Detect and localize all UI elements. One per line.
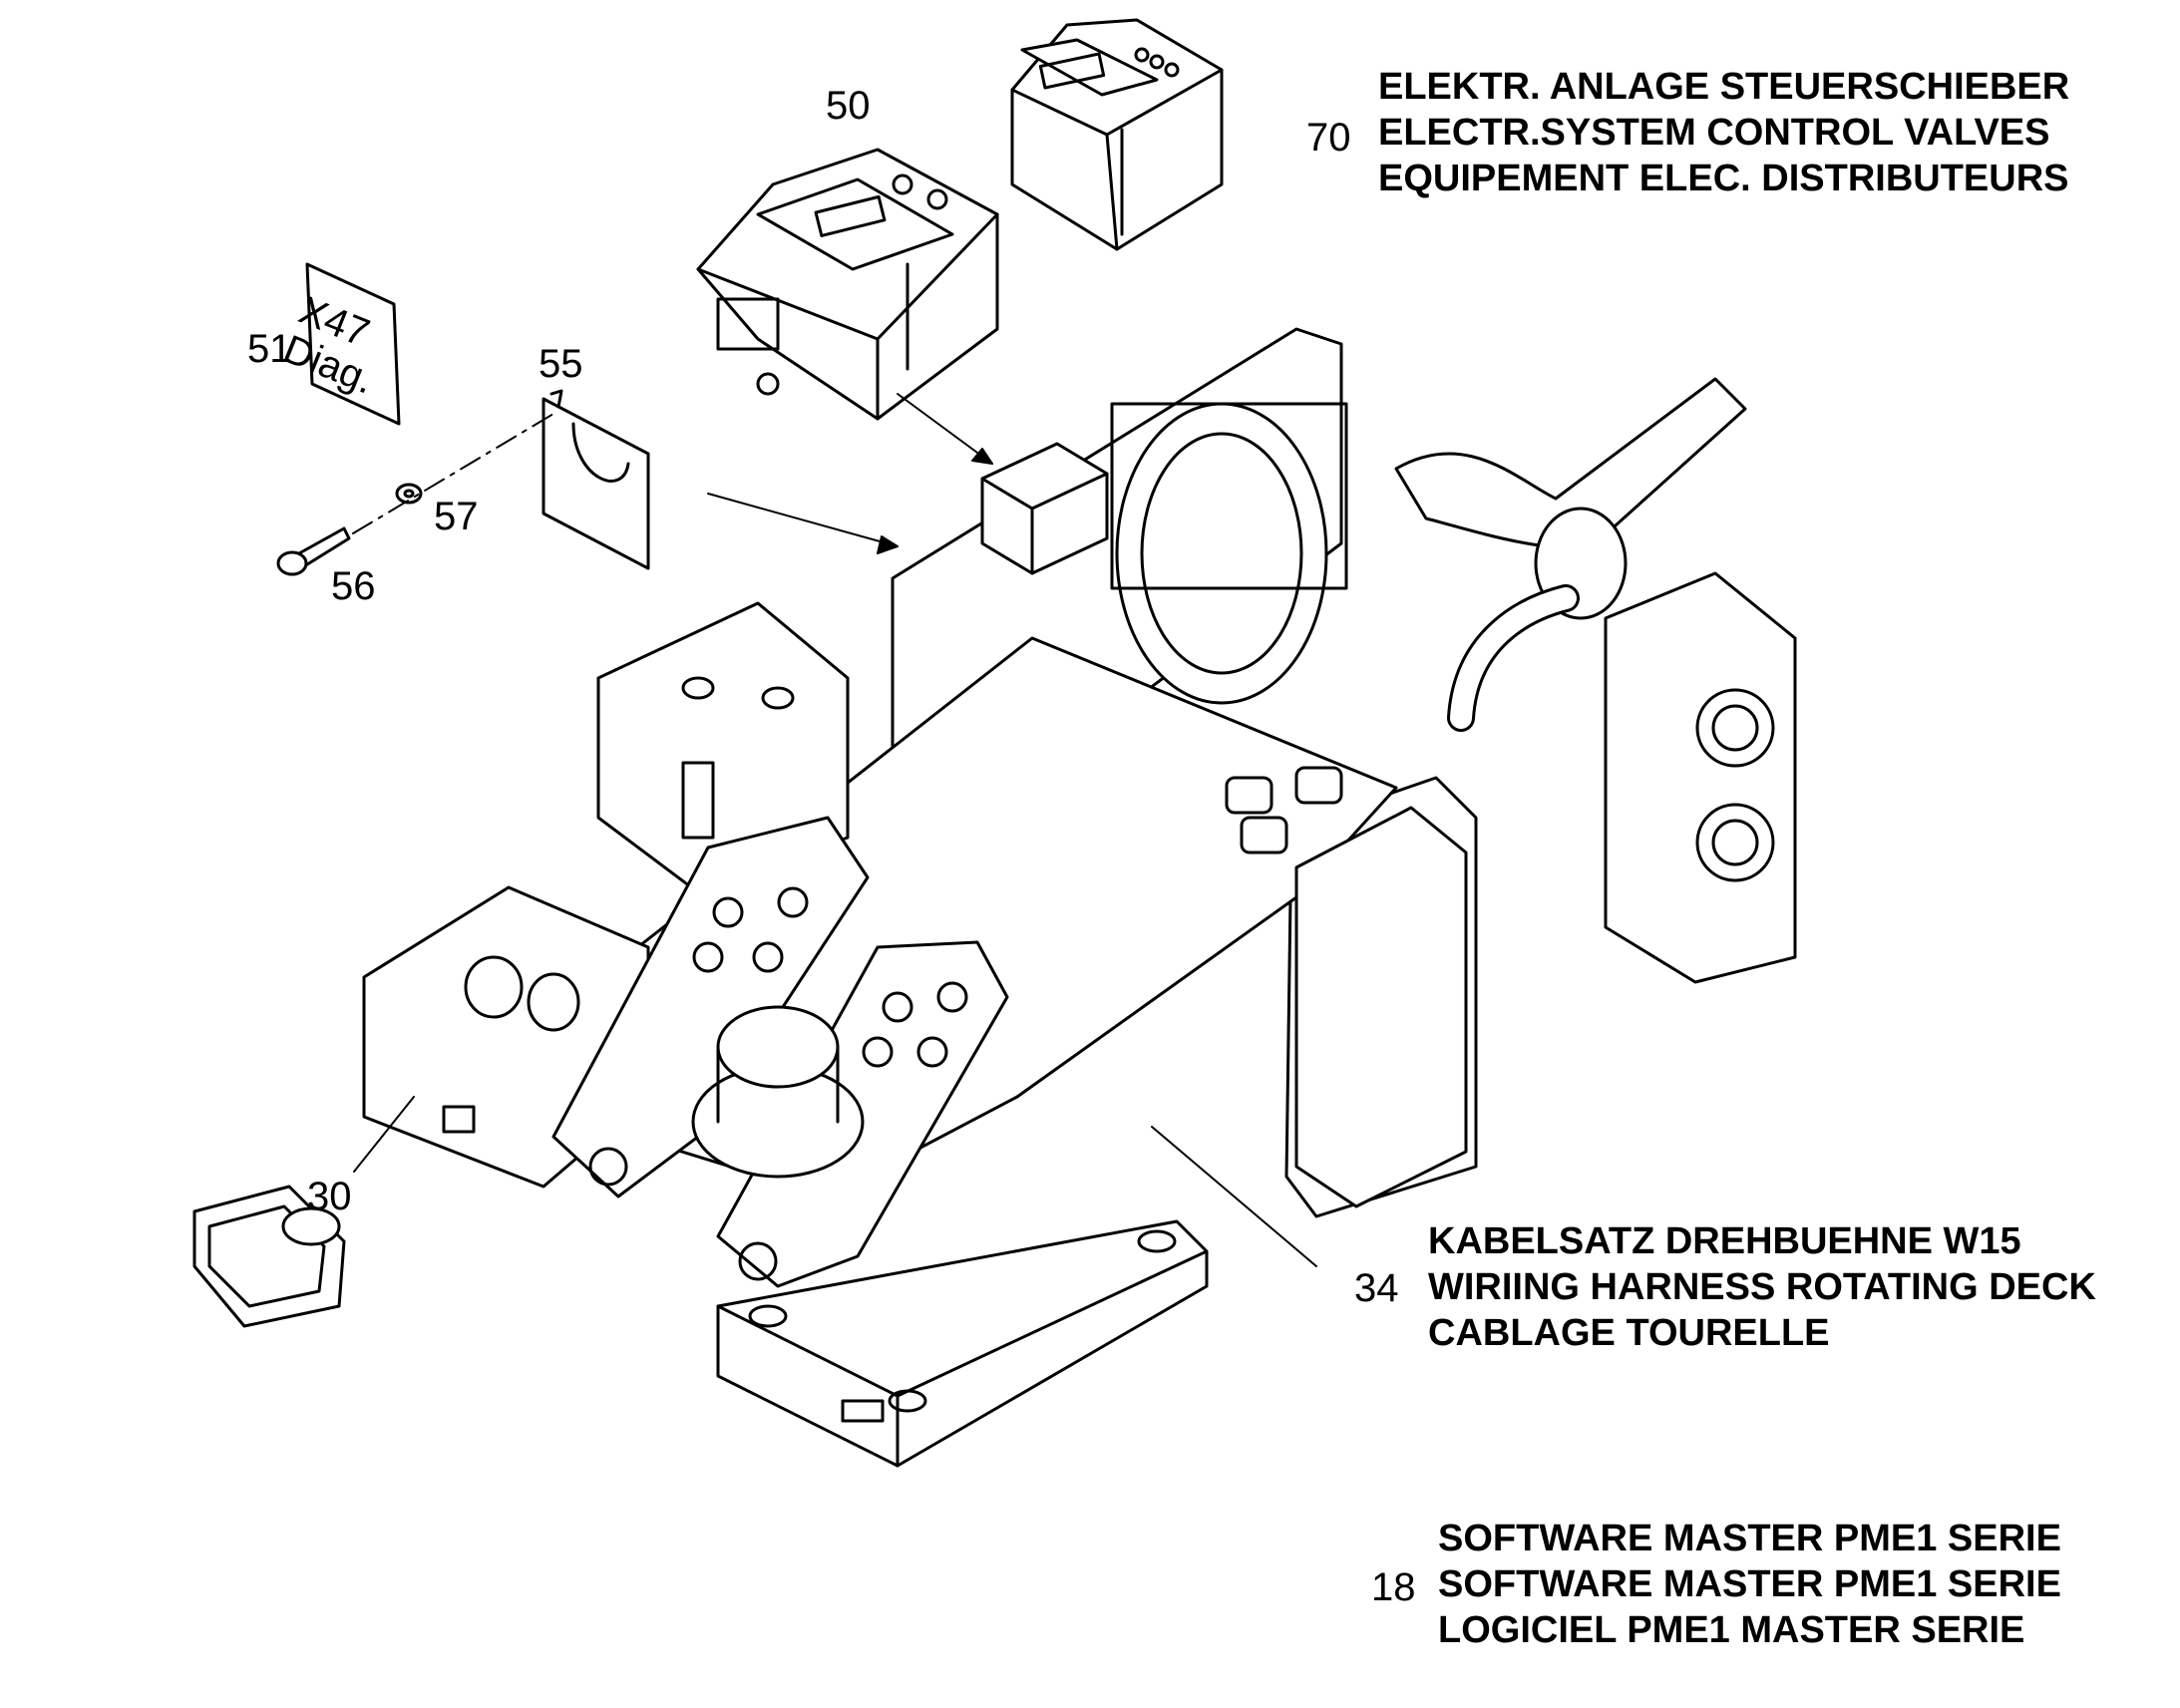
- description-18: SOFTWARE MASTER PME1 SERIE SOFTWARE MAST…: [1438, 1516, 2061, 1653]
- description-34-line-2: WIRIING HARNESS ROTATING DECK: [1428, 1266, 2096, 1308]
- battery-pack-drawing: [696, 18, 1224, 421]
- leader-lines: [353, 393, 1317, 1267]
- description-34: KABELSATZ DREHBUEHNE W15 WIRIING HARNESS…: [1428, 1218, 2096, 1356]
- callout-30: 30: [307, 1175, 352, 1218]
- callout-34: 34: [1354, 1266, 1399, 1310]
- callout-56: 56: [331, 564, 376, 608]
- description-70: ELEKTR. ANLAGE STEUERSCHIEBER ELECTR.SYS…: [1378, 64, 2069, 201]
- callout-50: 50: [826, 84, 871, 128]
- description-70-line-1: ELEKTR. ANLAGE STEUERSCHIEBER: [1378, 66, 2070, 108]
- rotating-deck-assembly-drawing: [362, 327, 1797, 1468]
- callout-70: 70: [1306, 116, 1351, 160]
- description-34-line-3: CABLAGE TOURELLE: [1428, 1312, 1830, 1354]
- callout-51: 51: [247, 327, 292, 371]
- work-lamp-drawing: [192, 1185, 346, 1328]
- washer-drawing: [395, 483, 423, 505]
- description-34-line-1: KABELSATZ DREHBUEHNE W15: [1428, 1220, 2021, 1262]
- bracket-drawing: [542, 389, 650, 570]
- description-18-line-1: SOFTWARE MASTER PME1 SERIE: [1438, 1518, 2061, 1559]
- control-valve-block-drawing: [980, 442, 1109, 575]
- description-18-line-2: SOFTWARE MASTER PME1 SERIE: [1438, 1563, 2061, 1605]
- callout-57: 57: [434, 495, 479, 538]
- description-70-line-2: ELECTR.SYSTEM CONTROL VALVES: [1378, 112, 2050, 154]
- label-plate-x47-diag-drawing: [305, 262, 401, 426]
- callout-55: 55: [539, 342, 583, 386]
- description-18-line-3: LOGICIEL PME1 MASTER SERIE: [1438, 1609, 2025, 1651]
- callout-18: 18: [1371, 1565, 1416, 1609]
- bolt-drawing: [276, 410, 559, 576]
- description-70-line-3: EQUIPEMENT ELEC. DISTRIBUTEURS: [1378, 158, 2069, 199]
